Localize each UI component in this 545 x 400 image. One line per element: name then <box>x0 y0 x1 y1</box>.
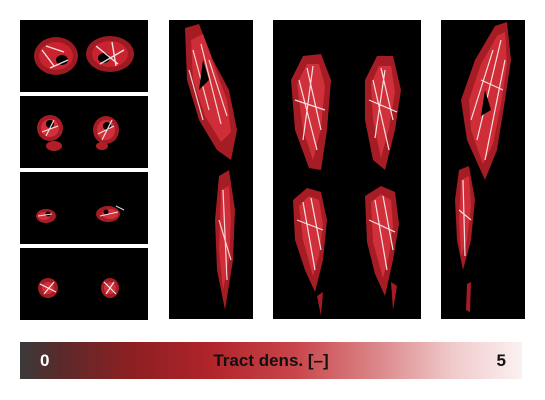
colorbar: 0 Tract dens. [–] 5 <box>20 342 522 379</box>
axial-slice-4 <box>20 248 148 320</box>
coronal-view-image <box>291 54 401 316</box>
colorbar-min-label: 0 <box>40 350 50 370</box>
axial-slice-3-image <box>36 205 125 223</box>
colorbar-max-label: 5 <box>496 350 506 370</box>
axial-slice-1-image <box>34 36 134 75</box>
axial-slice-2-image <box>37 115 119 151</box>
axial-slice-4-image <box>38 278 119 298</box>
sagittal-view-right-image <box>455 22 511 312</box>
coronal-view <box>273 20 421 319</box>
sagittal-view-right <box>441 20 525 319</box>
sagittal-view-left-image <box>185 24 237 310</box>
axial-slice-2 <box>20 96 148 168</box>
sagittal-view-left <box>169 20 253 319</box>
axial-slice-3 <box>20 172 148 244</box>
colorbar-title: Tract dens. [–] <box>213 350 329 370</box>
axial-slice-1 <box>20 20 148 92</box>
